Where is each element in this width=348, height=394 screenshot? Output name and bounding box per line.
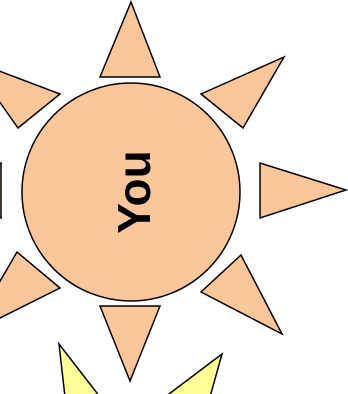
center-label: You: [108, 150, 160, 233]
ray-left: [0, 163, 1, 218]
ray-bottom-right-highlight: [165, 354, 222, 394]
ray-lower-right: [201, 255, 282, 334]
ray-bottom-left-highlight: [59, 344, 100, 394]
ray-bottom: [100, 306, 160, 381]
ray-right: [260, 163, 346, 218]
ray-top: [100, 2, 160, 77]
ray-upper-right: [201, 57, 284, 128]
